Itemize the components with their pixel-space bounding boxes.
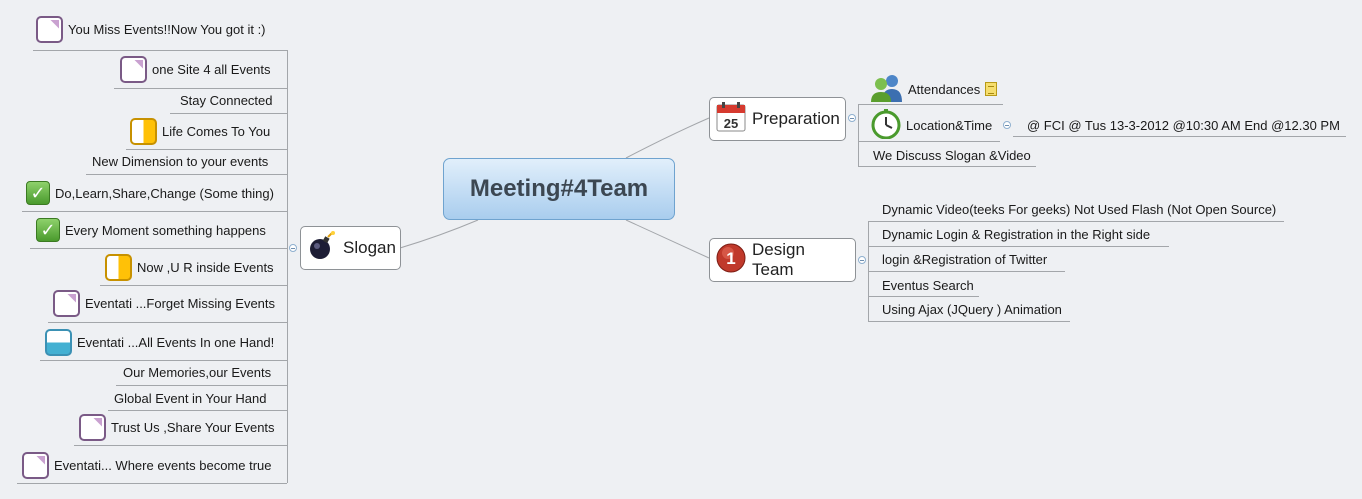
design-team-node[interactable]: 1 Design Team	[709, 238, 856, 282]
slogan-item-underline	[126, 149, 287, 150]
slogan-item-underline	[74, 445, 287, 446]
location-time-detail[interactable]: @ FCI @ Tus 13-3-2012 @10:30 AM End @12.…	[1027, 117, 1340, 133]
task-half-icon	[105, 253, 132, 281]
slogan-item-underline	[100, 285, 287, 286]
preparation-children-spine	[858, 104, 859, 166]
design-team-item-underline	[868, 296, 979, 297]
slogan-item-underline	[86, 174, 287, 175]
preparation-item-discuss[interactable]: We Discuss Slogan &Video	[873, 147, 1031, 163]
slogan-item[interactable]: Eventati ...All Events In one Hand!	[45, 328, 274, 356]
preparation-item-location-time[interactable]: Location&Time	[871, 108, 992, 142]
design-team-item-underline	[868, 321, 1070, 322]
preparation-node[interactable]: 25 Preparation	[709, 97, 846, 141]
priority-1-icon: 1	[716, 243, 746, 278]
slogan-item[interactable]: Life Comes To You	[130, 117, 270, 145]
design-team-item-underline	[868, 221, 1284, 222]
note-icon[interactable]	[985, 82, 998, 96]
slogan-item[interactable]: Eventati... Where events become true	[22, 451, 272, 479]
svg-text:1: 1	[726, 249, 735, 268]
slogan-item-underline	[33, 50, 287, 51]
preparation-label: Preparation	[752, 109, 840, 128]
slogan-item[interactable]: Our Memories,our Events	[123, 364, 272, 380]
slogan-node[interactable]: Slogan	[300, 226, 401, 270]
design-team-item-underline	[868, 246, 1169, 247]
slogan-item[interactable]: ✓ Every Moment something happens	[36, 218, 266, 242]
task-empty-icon	[53, 289, 80, 317]
clock-icon	[871, 108, 901, 142]
slogan-item[interactable]: New Dimension to your events	[92, 153, 269, 169]
design-team-collapse-toggle[interactable]	[858, 256, 866, 264]
slogan-item[interactable]: Global Event in Your Hand	[114, 390, 267, 406]
design-team-item[interactable]: Using Ajax (JQuery ) Animation	[882, 301, 1062, 317]
central-topic-label: Meeting#4Team	[469, 175, 649, 202]
slogan-item-underline	[30, 248, 287, 249]
slogan-collapse-toggle[interactable]	[289, 244, 297, 252]
location-time-detail-underline	[1013, 136, 1346, 137]
slogan-item[interactable]: Trust Us ,Share Your Events	[79, 413, 275, 441]
people-icon	[871, 74, 903, 105]
design-team-item[interactable]: Dynamic Video(teeks For geeks) Not Used …	[882, 201, 1277, 217]
slogan-item-underline	[116, 385, 287, 386]
preparation-item-underline	[858, 141, 1000, 142]
central-topic[interactable]: Meeting#4Team	[443, 158, 675, 220]
task-quarter-icon	[45, 328, 72, 356]
calendar-icon: 25	[716, 101, 746, 137]
task-empty-icon	[36, 15, 63, 43]
preparation-item-underline	[858, 166, 1036, 167]
design-team-item[interactable]: login &Registration of Twitter	[882, 251, 1048, 267]
slogan-item[interactable]: You Miss Events!!Now You got it :)	[36, 15, 266, 43]
preparation-collapse-toggle[interactable]	[848, 114, 856, 122]
task-empty-icon	[120, 55, 147, 83]
slogan-item-underline	[40, 360, 287, 361]
slogan-label: Slogan	[343, 238, 396, 257]
task-empty-icon	[22, 451, 49, 479]
slogan-item[interactable]: ✓ Do,Learn,Share,Change (Some thing)	[26, 181, 274, 205]
slogan-item-underline	[108, 410, 287, 411]
slogan-item-underline	[114, 88, 287, 89]
preparation-item-attendances[interactable]: Attendances	[871, 74, 998, 105]
checkmark-icon: ✓	[36, 218, 60, 242]
slogan-item[interactable]: Stay Connected	[180, 92, 273, 108]
checkmark-icon: ✓	[26, 181, 50, 205]
slogan-item-underline	[17, 483, 287, 484]
slogan-item[interactable]: Now ,U R inside Events	[105, 253, 274, 281]
slogan-item[interactable]: Eventati ...Forget Missing Events	[53, 289, 275, 317]
slogan-item-underline	[170, 113, 287, 114]
bomb-icon	[307, 230, 337, 266]
task-empty-icon	[79, 413, 106, 441]
svg-text:25: 25	[724, 116, 738, 131]
slogan-item-underline	[22, 211, 287, 212]
design-team-item-underline	[868, 271, 1065, 272]
preparation-item-underline	[858, 104, 1003, 105]
slogan-item[interactable]: one Site 4 all Events	[120, 55, 271, 83]
location-time-collapse-toggle[interactable]	[1003, 121, 1011, 129]
slogan-item-underline	[48, 322, 287, 323]
slogan-children-spine	[287, 50, 288, 483]
task-half-icon	[130, 117, 157, 145]
design-team-item[interactable]: Dynamic Login & Registration in the Righ…	[882, 226, 1151, 242]
design-team-label: Design Team	[752, 240, 805, 279]
design-team-item[interactable]: Eventus Search	[882, 277, 974, 293]
